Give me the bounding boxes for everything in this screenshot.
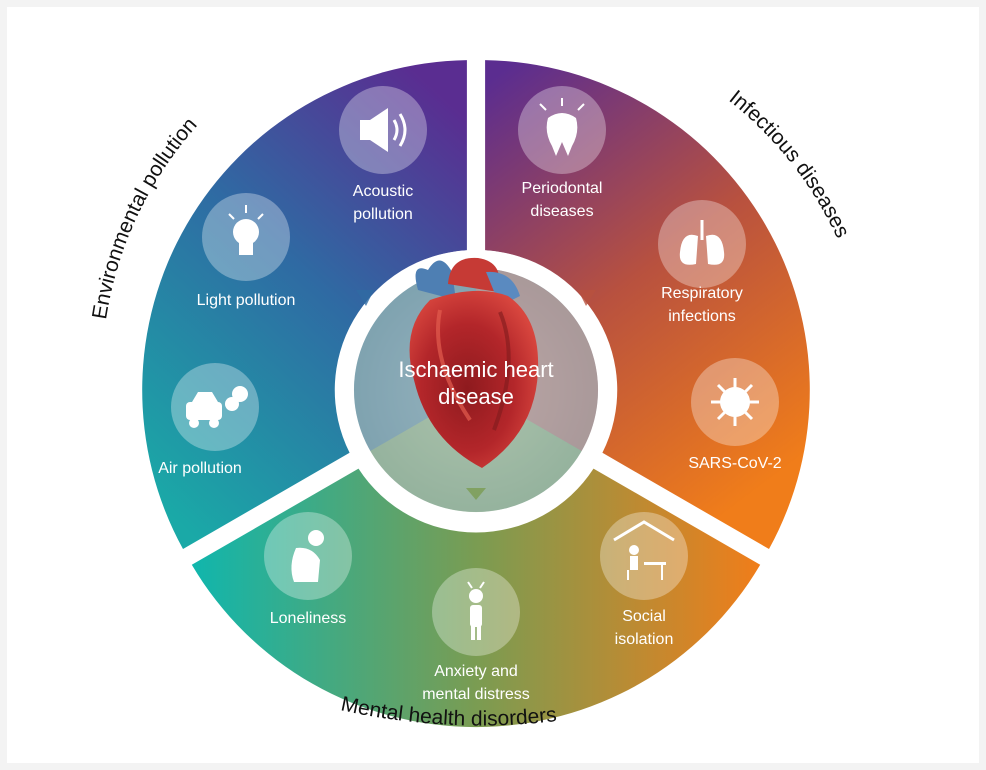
label-periodontal-1: Periodontal — [522, 180, 603, 197]
person-at-home-icon — [613, 520, 675, 580]
respiratory-circle — [658, 200, 746, 288]
sector-infectious — [485, 60, 810, 549]
label-periodontal-2: diseases — [530, 203, 593, 220]
label-social-1: Social — [622, 608, 666, 625]
lungs-icon — [679, 220, 725, 265]
label-light: Light pollution — [197, 292, 296, 309]
virus-icon — [711, 378, 759, 426]
label-social-2: isolation — [615, 631, 674, 648]
label-respiratory-1: Respiratory — [661, 285, 743, 302]
label-anxiety-1: Anxiety and — [434, 663, 518, 680]
center-label-line2: disease — [438, 384, 514, 409]
lightbulb-icon — [228, 205, 264, 255]
label-anxiety-2: mental distress — [422, 686, 530, 703]
center-label-line1: Ischaemic heart — [398, 357, 553, 382]
label-acoustic-1: Acoustic — [353, 183, 413, 200]
tooth-icon — [539, 98, 585, 156]
label-acoustic-2: pollution — [353, 206, 413, 223]
speaker-icon — [360, 108, 407, 152]
heart-illustration — [409, 257, 539, 468]
social-circle — [600, 512, 688, 600]
label-air: Air pollution — [158, 460, 242, 477]
label-respiratory-2: infections — [668, 308, 736, 325]
label-loneliness: Loneliness — [270, 610, 347, 627]
distressed-person-icon — [467, 581, 485, 640]
label-sars: SARS-CoV-2 — [688, 455, 781, 472]
car-exhaust-icon — [186, 386, 248, 428]
sector-environmental — [142, 60, 467, 549]
sitting-person-icon — [291, 530, 324, 582]
